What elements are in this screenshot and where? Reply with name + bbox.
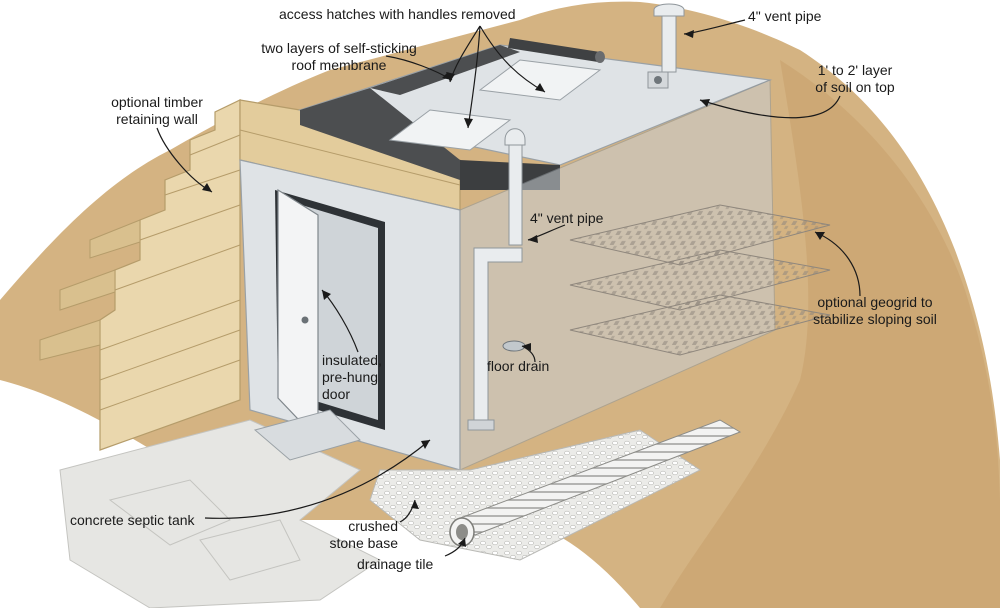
label-geogrid-line2: stabilize sloping soil [813,311,937,327]
vent-pipe-top [647,3,685,89]
label-timber-wall: optional timber retaining wall [92,94,222,128]
membrane-roll-end [595,51,605,63]
geogrid-layer-middle [569,249,831,311]
label-door: insulated, pre-hung door [322,352,382,403]
vent-pipe-middle [467,128,526,431]
label-roof-membrane: two layers of self-sticking roof membran… [244,40,434,74]
access-hatch-rear [478,59,602,101]
label-geogrid-line1: optional geogrid to [817,294,933,310]
stone-joints [108,479,301,581]
label-drainage-tile: drainage tile [357,556,434,572]
label-vent-pipe-middle: 4" vent pipe [530,210,604,226]
label-soil-layer-line1: 1' to 2' layer [817,62,893,78]
timber-joint [239,129,461,186]
label-door-line2: pre-hung [322,369,379,385]
label-soil-layer-line2: of soil on top [815,79,895,95]
label-stone-base-line1: crushed [348,518,398,534]
label-geogrid: optional geogrid to stabilize sloping so… [795,294,955,328]
label-roof-membrane-line1: two layers of self-sticking [261,40,417,56]
door-leaf [277,188,319,442]
membrane-roll [508,38,600,62]
label-roof-membrane-line2: roof membrane [291,57,387,73]
label-timber-wall-line2: retaining wall [116,111,198,127]
label-timber-wall-line1: optional timber [111,94,203,110]
door-step [253,409,361,461]
label-stone-base: crushed stone base [290,518,399,552]
label-door-line1: insulated, [322,352,382,368]
soil-right-shade [660,60,1000,608]
label-stone-base-line2: stone base [329,535,399,551]
leader-arrowheads [202,30,825,547]
label-vent-pipe-top: 4" vent pipe [748,8,822,24]
label-floor-drain: floor drain [487,358,550,374]
door-knob [301,316,309,324]
geogrid-layer-top [569,204,831,266]
geogrid-layer-bottom [569,294,831,356]
label-door-line3: door [322,386,351,402]
label-soil-layer: 1' to 2' layer of soil on top [800,62,910,96]
access-hatch-front [388,109,512,151]
label-septic-tank: concrete septic tank [70,512,195,528]
roof-membrane-strip [370,45,520,95]
floor-drain [502,340,526,352]
label-access-hatches: access hatches with handles removed [279,6,516,22]
roof-membrane [300,88,460,180]
drainage-tile-bore [456,524,468,540]
